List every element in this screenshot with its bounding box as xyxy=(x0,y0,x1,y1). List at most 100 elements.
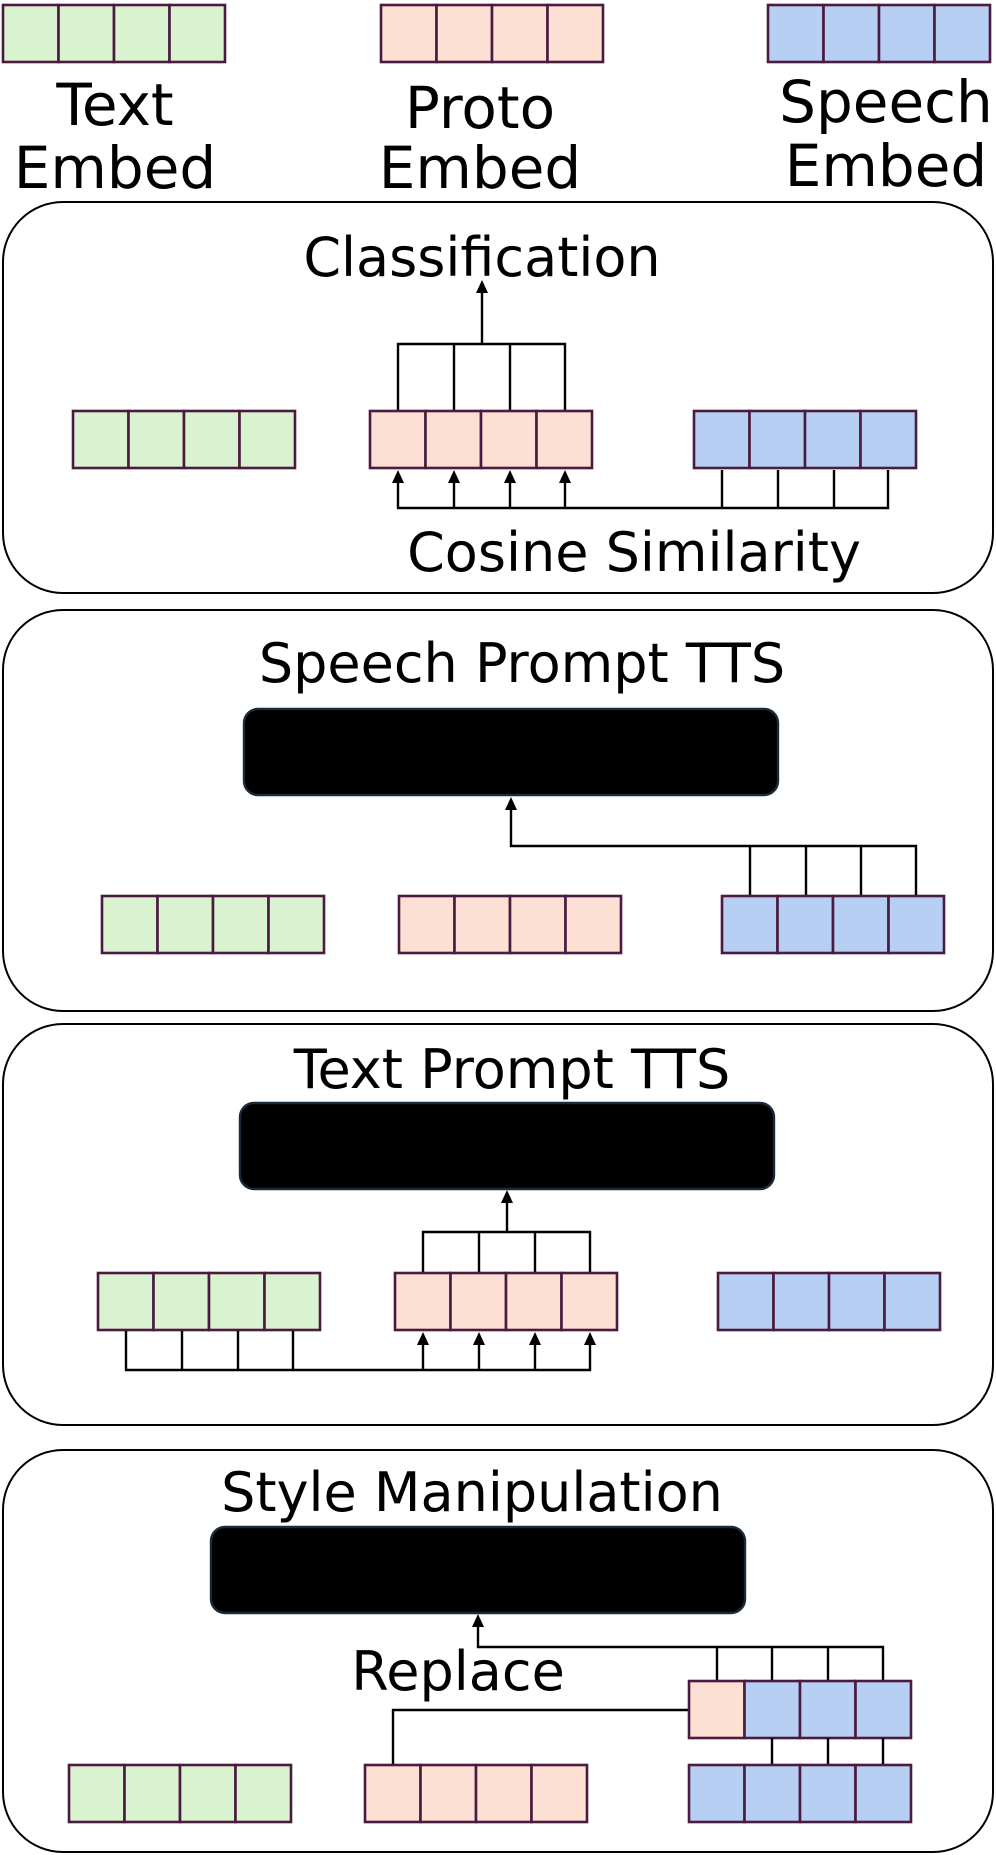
cosine-similarity-label: Cosine Similarity xyxy=(407,521,861,584)
embed-cell xyxy=(535,409,594,470)
embed-cell xyxy=(419,1763,478,1824)
style-manipulation-proto-embed-block xyxy=(363,1763,589,1824)
embed-cell xyxy=(238,409,297,470)
embed-cell xyxy=(112,3,171,64)
style-manipulation-tts-model-label: TTS Model xyxy=(327,1538,627,1606)
embed-cell xyxy=(530,1763,589,1824)
style-manipulation-speech-embed-block xyxy=(687,1763,913,1824)
style-manipulation-pool-bracket xyxy=(476,1625,885,1681)
embed-cell xyxy=(453,894,512,955)
embed-cell xyxy=(435,3,494,64)
embed-cell xyxy=(100,894,159,955)
classification-speech-embed-block xyxy=(692,409,918,470)
panel-speech-prompt-title: Speech Prompt TTS xyxy=(259,632,785,695)
embed-cell xyxy=(508,894,567,955)
embed-cell xyxy=(743,1763,802,1824)
embed-cell xyxy=(67,1763,126,1824)
text-prompt-proto-embed-block xyxy=(393,1271,619,1332)
embed-cell xyxy=(831,894,890,955)
legend: Text Embed Proto Embed Speech Embed xyxy=(1,3,993,202)
embed-cell xyxy=(57,3,116,64)
speech-prompt-tts-model-box xyxy=(242,707,780,797)
style-manipulation-tts-model-box xyxy=(209,1525,747,1615)
panel-classification: Classification Cosine Similarity xyxy=(2,201,994,594)
embed-cell xyxy=(883,1271,942,1332)
legend-proto-embed-label-line2: Embed xyxy=(379,134,581,202)
embed-cell xyxy=(168,3,227,64)
embed-cell xyxy=(368,409,427,470)
classification-text-embed-block xyxy=(71,409,297,470)
panel-text-prompt-title: Text Prompt TTS xyxy=(293,1038,731,1101)
text-prompt-pool-bracket xyxy=(421,1200,592,1273)
embed-cell xyxy=(178,1763,237,1824)
embed-cell xyxy=(822,3,881,64)
embed-cell xyxy=(854,1763,913,1824)
embed-cell xyxy=(560,1271,619,1332)
embed-cell xyxy=(211,894,270,955)
embed-cell xyxy=(743,1679,802,1740)
embed-cell xyxy=(776,894,835,955)
embed-cell xyxy=(379,3,438,64)
embed-cell xyxy=(393,1271,452,1332)
text-prompt-connector xyxy=(124,1331,592,1372)
text-prompt-tts-model-box xyxy=(238,1101,776,1191)
panel-style-manipulation: Style Manipulation TTS Model Replace xyxy=(2,1449,994,1853)
embed-cell xyxy=(772,1271,831,1332)
embed-cell xyxy=(859,409,918,470)
embed-cell xyxy=(1,3,60,64)
legend-speech-embed-label-line2: Embed xyxy=(785,132,987,200)
embed-cell xyxy=(687,1679,746,1740)
text-prompt-speech-embed-block xyxy=(716,1271,942,1332)
embed-cell xyxy=(71,409,130,470)
embed-cell xyxy=(449,1271,508,1332)
legend-proto-embed-block xyxy=(379,3,605,64)
legend-speech-embed-block xyxy=(766,3,992,64)
embed-cell xyxy=(267,894,326,955)
speech-prompt-text-embed-block xyxy=(100,894,326,955)
classification-proto-embed-block xyxy=(368,409,594,470)
embed-cell xyxy=(424,409,483,470)
legend-text-embed-label-line2: Embed xyxy=(14,134,216,202)
speech-prompt-speech-embed-block xyxy=(720,894,946,955)
embed-cell xyxy=(504,1271,563,1332)
style-manipulation-mixed-embed-block xyxy=(687,1679,913,1740)
embed-cell xyxy=(152,1271,211,1332)
embed-cell xyxy=(96,1271,155,1332)
embed-cell xyxy=(716,1271,775,1332)
embed-cell xyxy=(803,409,862,470)
panel-text-prompt-tts: Text Prompt TTS TTS Model xyxy=(2,1023,994,1426)
embed-cell xyxy=(692,409,751,470)
replace-connector xyxy=(391,1708,689,1765)
panel-classification-frame xyxy=(2,201,994,594)
embed-cell xyxy=(263,1271,322,1332)
text-prompt-arrowhead xyxy=(501,1190,513,1203)
embed-cell xyxy=(933,3,992,64)
cosine-similarity-arrowheads xyxy=(392,470,571,483)
text-prompt-cross-arrowheads xyxy=(417,1332,596,1345)
cosine-similarity-connector xyxy=(396,470,890,510)
speech-prompt-tts-model-label: TTS Model xyxy=(360,720,660,788)
embed-cell xyxy=(490,3,549,64)
embed-cell xyxy=(234,1763,293,1824)
style-manipulation-speech-links xyxy=(770,1738,885,1765)
embed-cell xyxy=(766,3,825,64)
text-prompt-tts-model-label: TTS Model xyxy=(356,1114,656,1182)
embed-cell xyxy=(123,1763,182,1824)
replace-label: Replace xyxy=(351,1640,565,1703)
embed-cell xyxy=(182,409,241,470)
embed-cell xyxy=(887,894,946,955)
panel-classification-title: Classification xyxy=(303,226,660,289)
speech-prompt-connector xyxy=(509,808,918,896)
style-manipulation-text-embed-block xyxy=(67,1763,293,1824)
embed-cell xyxy=(687,1763,746,1824)
speech-prompt-proto-embed-block xyxy=(397,894,623,955)
embed-cell xyxy=(474,1763,533,1824)
embed-cell xyxy=(798,1763,857,1824)
classification-pool-bracket xyxy=(396,342,567,411)
classification-output-arrow xyxy=(476,280,488,343)
embed-cell xyxy=(546,3,605,64)
embed-cell xyxy=(207,1271,266,1332)
embed-cell xyxy=(748,409,807,470)
legend-proto-embed-label-line1: Proto xyxy=(405,74,555,142)
